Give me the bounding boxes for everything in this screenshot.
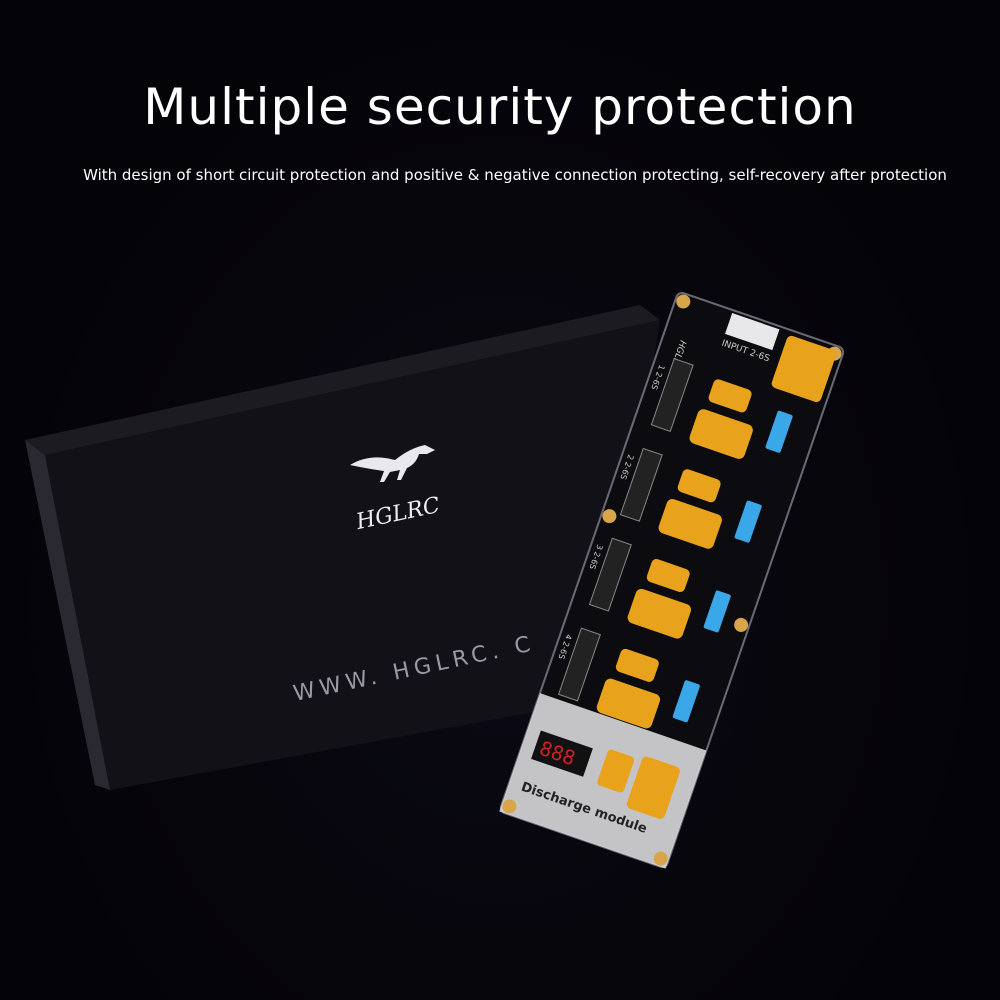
main-input-connector <box>771 335 837 403</box>
port-group-3: 3 2-6S <box>587 537 731 639</box>
product-box: HGLRC WWW. HGLRC. C <box>25 305 660 790</box>
balance-charging-board: INPUT 2-6S HGLRC 1 2-6S 2 2-6S 3 2-6S 4 … <box>499 291 845 869</box>
port-group-1: 1 2-6S <box>649 358 793 459</box>
headline: Multiple security protection <box>143 78 857 136</box>
dinosaur-logo-icon <box>350 445 435 482</box>
voltage-display <box>531 730 593 777</box>
subheadline: With design of short circuit protection … <box>83 166 947 184</box>
